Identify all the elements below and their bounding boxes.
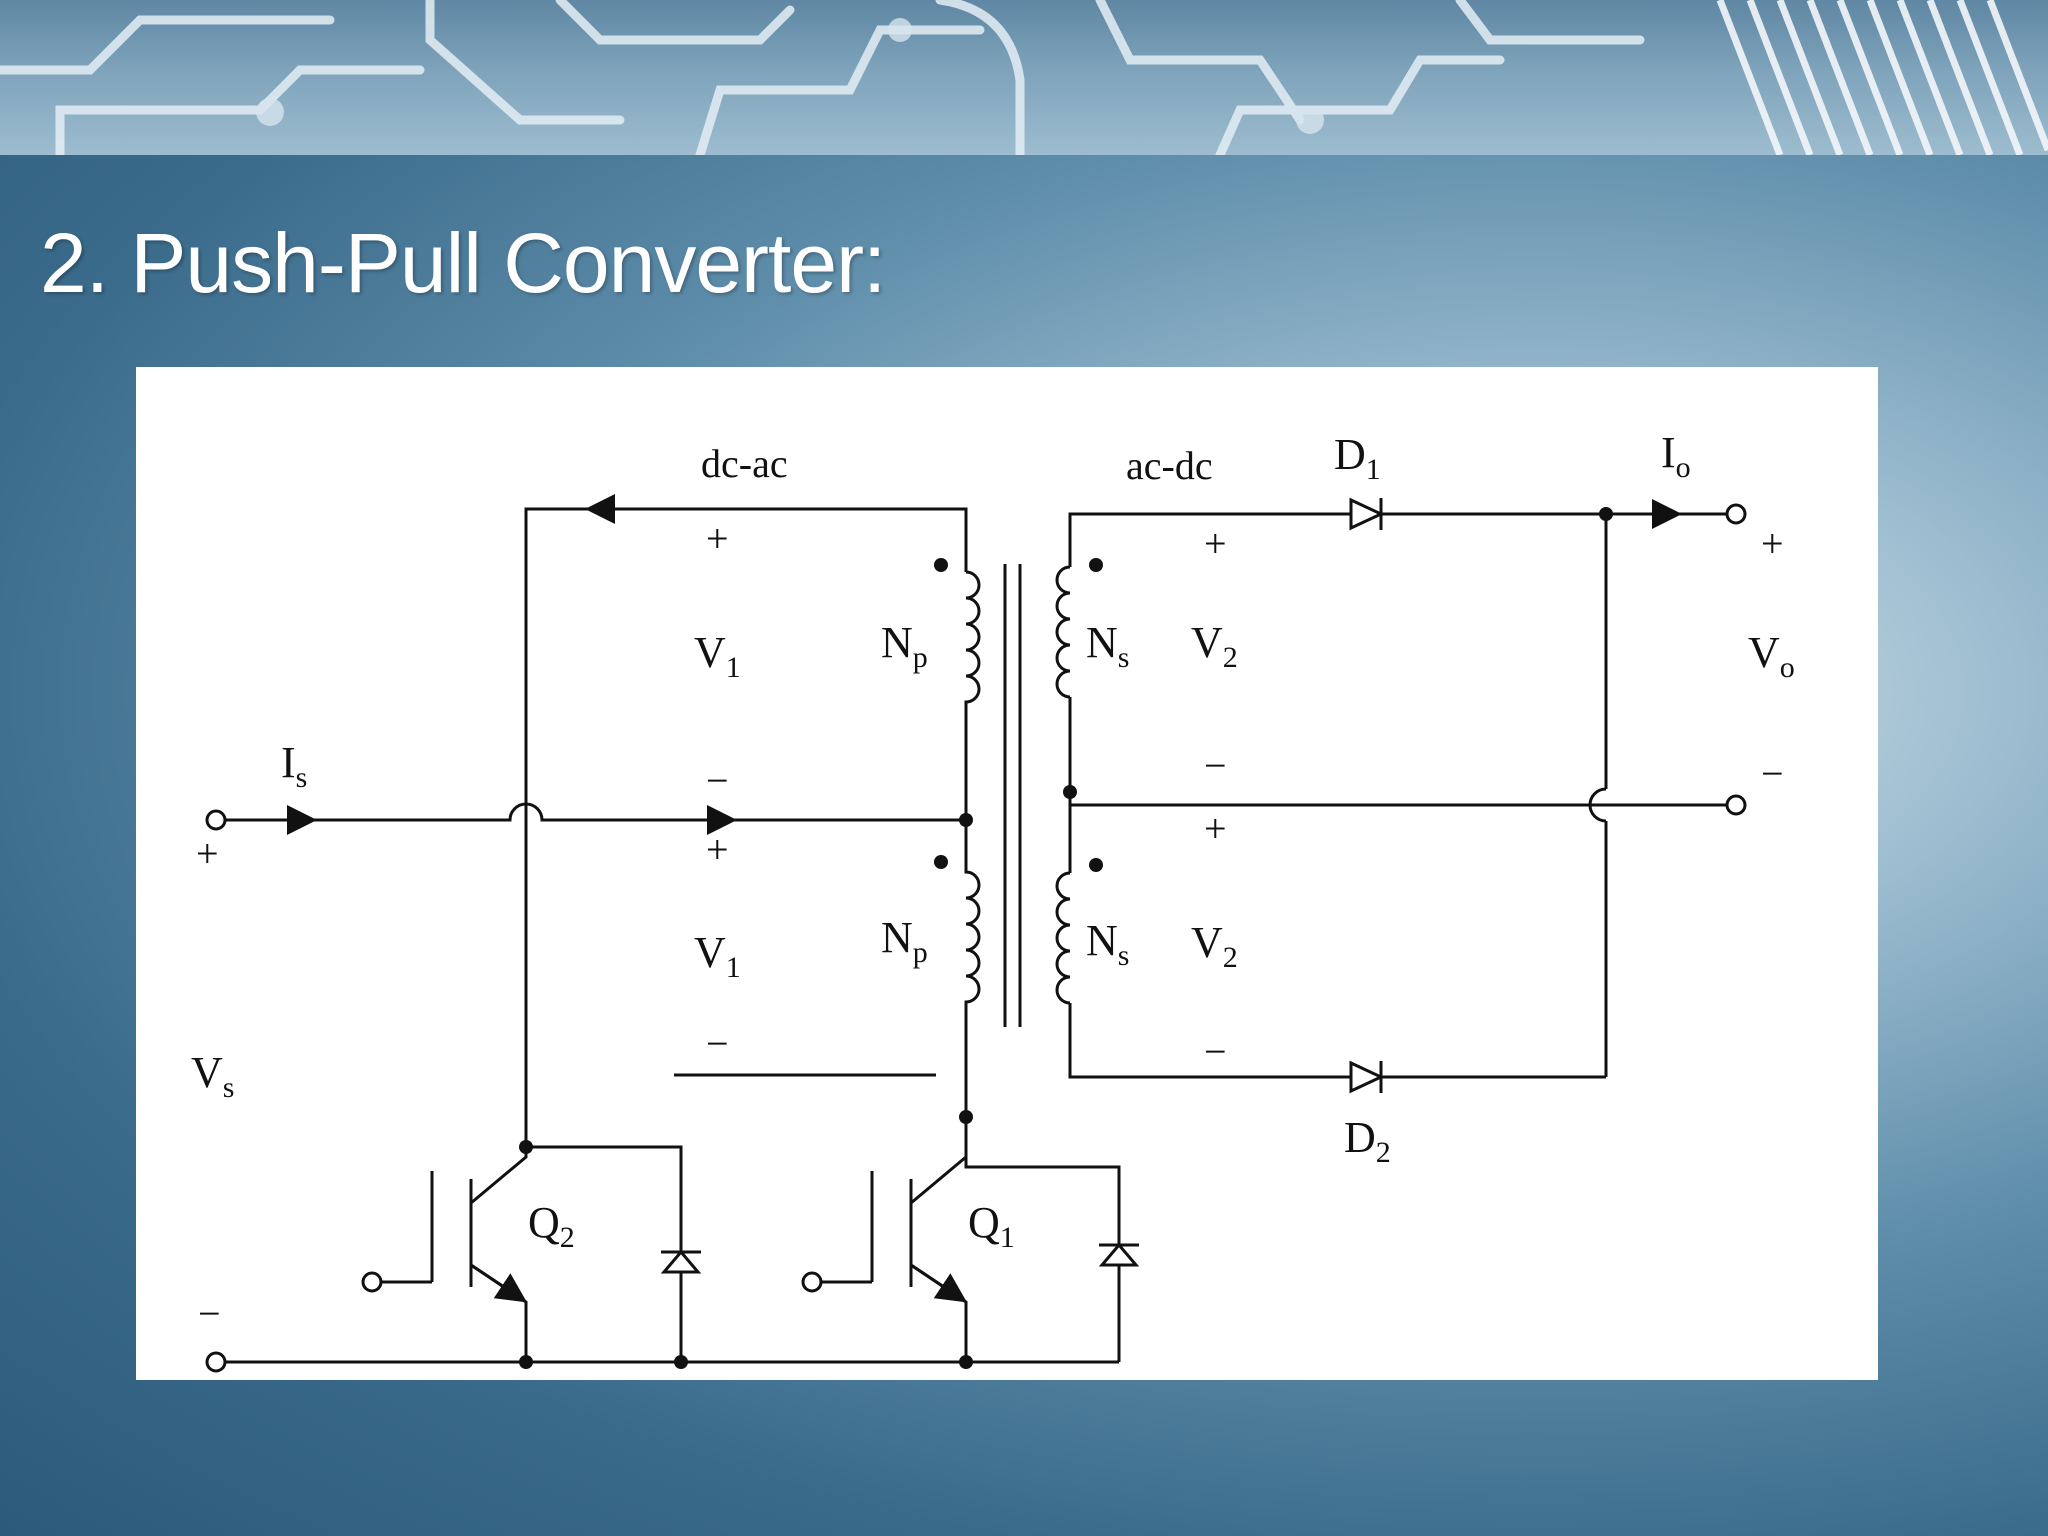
label-is: Is — [281, 738, 307, 794]
dot-primary-upper — [934, 558, 948, 572]
primary-coil-lower — [964, 820, 981, 1117]
terminal-vo-negative — [1725, 794, 1747, 816]
sign-vo-minus: − — [1761, 751, 1784, 796]
sign-vo-plus: + — [1761, 521, 1784, 566]
wire-top-primary — [524, 507, 968, 1147]
slide-title: 2. Push-Pull Converter: — [40, 216, 886, 310]
label-vo: Vo — [1748, 628, 1795, 684]
label-d2: D2 — [1344, 1113, 1391, 1169]
terminal-vo-positive — [1725, 503, 1747, 525]
label-np-upper: Np — [881, 618, 928, 674]
circuit-board-graphic — [0, 0, 2048, 155]
label-d1: D1 — [1334, 430, 1381, 486]
sign-v1-lower-plus: + — [706, 827, 729, 872]
dot-secondary-lower — [1089, 858, 1103, 872]
wire-q1-collector — [964, 1117, 1121, 1227]
secondary-coil-lower — [1055, 871, 1071, 1005]
junction-q2 — [519, 1140, 533, 1154]
label-ac-dc: ac-dc — [1126, 443, 1213, 488]
sign-v2-lower-minus: − — [1204, 1029, 1227, 1074]
label-io: Io — [1661, 428, 1691, 484]
sign-vs-minus: − — [198, 1291, 221, 1336]
terminal-q2-gate — [361, 1271, 383, 1293]
junction-q1 — [959, 1110, 973, 1124]
diode-q1 — [1098, 1227, 1140, 1362]
decorative-banner — [0, 0, 2048, 155]
junction-output — [1599, 507, 1613, 521]
primary-coil-upper — [964, 570, 981, 820]
secondary-coil-upper — [1055, 565, 1071, 699]
junction-ground-q1 — [959, 1355, 973, 1369]
label-v2-lower: V2 — [1191, 918, 1238, 974]
sign-vs-plus: + — [196, 831, 219, 876]
sign-v2-upper-minus: − — [1204, 743, 1227, 788]
label-v1-upper: V1 — [694, 628, 741, 684]
junction-secondary-tap — [1063, 785, 1077, 799]
diode-d1 — [1349, 497, 1385, 531]
label-ns-upper: Ns — [1086, 618, 1129, 674]
sign-v1-upper-plus: + — [706, 516, 729, 561]
junction-ground-d — [674, 1355, 688, 1369]
dot-primary-lower — [934, 855, 948, 869]
push-pull-circuit: dc-ac ac-dc D1 D2 Io Is Vs Vo V1 V1 V2 V… — [191, 428, 1795, 1373]
terminal-vs-negative — [205, 1351, 227, 1373]
dot-secondary-upper — [1089, 558, 1103, 572]
q2-transistor — [430, 1147, 528, 1362]
sign-v1-upper-minus: − — [706, 758, 729, 803]
label-q1: Q1 — [968, 1198, 1015, 1254]
wire-secondary-bottom — [1068, 1003, 1351, 1079]
sign-v2-lower-plus: + — [1204, 806, 1227, 851]
circuit-diagram-panel: dc-ac ac-dc D1 D2 Io Is Vs Vo V1 V1 V2 V… — [136, 367, 1878, 1380]
terminal-vs-positive — [205, 809, 227, 831]
junction-ground-q2 — [519, 1355, 533, 1369]
label-q2: Q2 — [528, 1198, 575, 1254]
terminal-q1-gate — [801, 1271, 823, 1293]
label-v2-upper: V2 — [1191, 618, 1238, 674]
sign-v1-lower-minus: − — [706, 1021, 729, 1066]
label-vs: Vs — [191, 1048, 234, 1104]
sign-v2-upper-plus: + — [1204, 521, 1227, 566]
q1-transistor — [870, 1153, 968, 1362]
diode-d2 — [1349, 1060, 1385, 1094]
q2-emitter-arrow — [470, 1263, 527, 1303]
q1-emitter-arrow — [910, 1263, 967, 1303]
diode-q2 — [660, 1227, 702, 1362]
label-v1-lower: V1 — [694, 928, 741, 984]
wire-q2-collector — [526, 1145, 683, 1227]
wire-input-positive — [216, 802, 966, 822]
wire-secondary-top — [1068, 512, 1351, 567]
label-np-lower: Np — [881, 913, 928, 969]
label-ns-lower: Ns — [1086, 916, 1129, 972]
junction-center-tap — [959, 813, 973, 827]
label-dc-ac: dc-ac — [701, 441, 788, 486]
